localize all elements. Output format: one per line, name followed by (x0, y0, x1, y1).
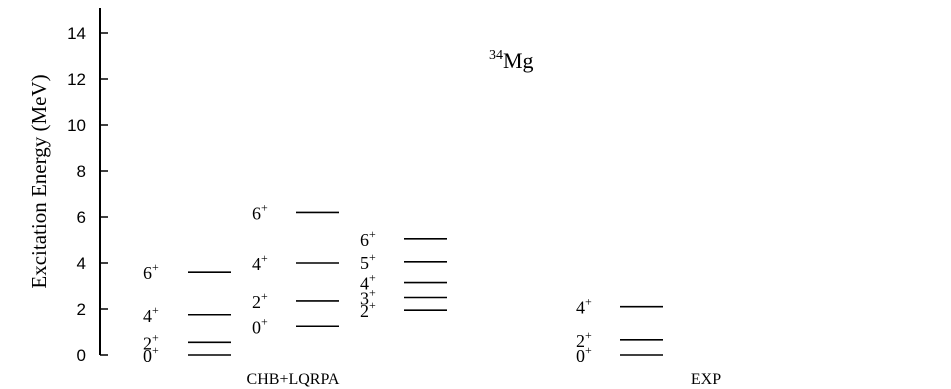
spin-parity-label: 5+ (360, 250, 376, 273)
spin-parity-label: 6+ (143, 260, 159, 283)
y-axis-label-group: Excitation Energy (MeV) (27, 74, 51, 288)
category-labels: CHB+LQRPA EXP (247, 371, 722, 388)
level-column: 2+3+4+5+6+ (360, 227, 447, 321)
spin-parity-label: 3+ (360, 286, 376, 309)
spin-parity-label: 2+ (143, 330, 159, 353)
y-tick-label: 14 (67, 24, 86, 43)
spin-parity-label: 0+ (252, 314, 268, 337)
level-column: 0+2+ 4+ 6+ (252, 200, 339, 337)
y-tick-label: 12 (67, 70, 86, 89)
y-tick-label: 2 (77, 300, 86, 319)
spin-parity-label: 6+ (252, 200, 268, 223)
y-axis-label: Excitation Energy (MeV) (27, 74, 51, 288)
spin-parity-label: 2+ (360, 298, 376, 321)
spin-parity-label: 4+ (252, 251, 268, 274)
y-tick-label: 0 (77, 346, 86, 365)
spin-parity-label: 2+ (252, 289, 268, 312)
y-axis: 0 2 4 6 8 10 12 14 (67, 8, 108, 365)
y-tick-label: 6 (77, 208, 86, 227)
y-tick-label: 4 (77, 254, 86, 273)
spin-parity-label: 4+ (360, 271, 376, 294)
level-columns: 0+2+4+6+0+2+4+6+2+3+4+5+6+0+2+4+ (143, 200, 663, 366)
spin-parity-label: 4+ (576, 295, 592, 318)
spin-parity-label: 0+ (576, 343, 592, 366)
spin-parity-label: 6+ (360, 227, 376, 250)
level-column: 0+2+ 4+ (576, 295, 663, 366)
level-column: 0+2+ 4+ 6+ (143, 260, 231, 366)
spin-parity-label: 0+ (143, 343, 159, 366)
category-label: EXP (691, 371, 721, 388)
y-tick-label: 10 (67, 116, 86, 135)
y-tick-label: 8 (77, 162, 86, 181)
spin-parity-label: 4+ (143, 303, 159, 326)
spin-parity-label: 2+ (576, 328, 592, 351)
chart-title: 34Mg (489, 48, 534, 73)
category-label: CHB+LQRPA (247, 371, 340, 388)
chart-title-group: 34Mg (489, 48, 534, 73)
